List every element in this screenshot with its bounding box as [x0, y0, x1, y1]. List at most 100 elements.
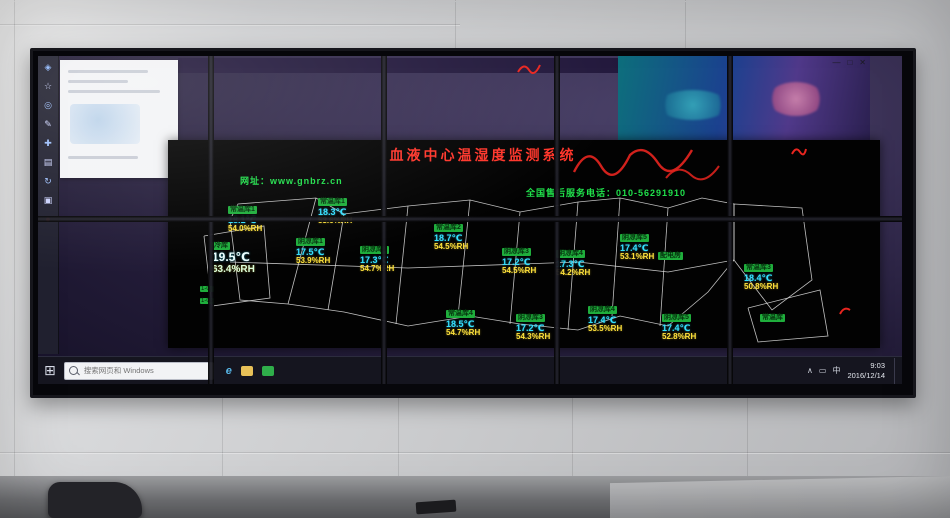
wall-seam	[572, 392, 573, 478]
room-humidity: 54.7%RH	[446, 327, 481, 337]
website-label: 网址：www.gnbrz.cn	[240, 176, 343, 186]
zoom-icon[interactable]: ◎	[44, 100, 52, 110]
room-humidity: 54.7%RH	[360, 263, 395, 273]
start-button[interactable]: ⊞	[44, 362, 56, 378]
room-label: 冷库	[212, 242, 230, 250]
room-label: 阴凉库5	[620, 234, 649, 242]
room-humidity: 54.5%RH	[434, 241, 469, 251]
room-humidity: 53.9%RH	[296, 255, 331, 265]
taskbar-icons: e	[226, 365, 274, 377]
annotation-toolbar: ◈☆◎✎✚▤↻▣●	[38, 56, 59, 354]
minimize-icon[interactable]: —	[832, 58, 841, 67]
room-temperature: 17.4℃	[620, 242, 649, 253]
room-temperature: 17.3℃	[360, 254, 389, 265]
room-label: 配电房	[658, 252, 683, 260]
room-humidity: 54.5%RH	[502, 265, 537, 275]
edge-browser-icon[interactable]: e	[225, 364, 232, 377]
background-window	[60, 60, 178, 178]
wall-seam	[455, 0, 456, 48]
rooms-layer: 冷库19.5℃63.4%RH常温库118.1℃54.0%RH常温库118.3℃5…	[168, 140, 880, 348]
app-title: 血液中心温湿度监测系统	[389, 147, 577, 163]
panel-icon[interactable]: ▤	[43, 157, 53, 167]
taskbar-search[interactable]	[63, 361, 214, 380]
hotline-label: 全国售后服务电话：010-56291910	[526, 188, 687, 198]
desktop-screen: — □ ✕ ◈☆◎✎✚▤↻▣● 血液中心温湿度监测系统 网址：www.gnbrz…	[38, 56, 902, 384]
window-content-line	[68, 90, 160, 93]
room-temperature: 17.5℃	[296, 246, 325, 257]
red-annotation	[839, 307, 851, 315]
room-humidity: 53.1%RH	[620, 251, 655, 261]
hidden-icons-icon[interactable]: ∧	[807, 366, 813, 375]
wall-seam	[14, 0, 15, 476]
room-temperature: 17.2℃	[502, 256, 531, 267]
room-humidity: 54.3%RH	[516, 331, 551, 341]
search-icon	[68, 366, 78, 375]
show-desktop-button[interactable]	[894, 357, 899, 384]
window-content-line	[68, 70, 148, 73]
chair	[48, 482, 142, 518]
room-label: 常温库1	[318, 198, 347, 206]
wall-seam	[685, 0, 686, 48]
wallpaper-photo: — □ ✕	[618, 56, 870, 142]
room-humidity: 52.8%RH	[662, 331, 697, 341]
ime-chinese-icon[interactable]: 中	[832, 366, 841, 375]
taskbar-clock[interactable]: 9:03 2016/12/14	[847, 361, 885, 380]
room-label: 阴凉库3	[502, 248, 531, 256]
room-temperature: 18.3℃	[318, 206, 347, 217]
monitoring-app-window: 血液中心温湿度监测系统 网址：www.gnbrz.cn 全国售后服务电话：010…	[168, 140, 880, 348]
room-label: 阴凉库3	[516, 314, 545, 322]
window-controls: — □ ✕	[832, 58, 866, 67]
window-thumbnail	[70, 104, 140, 144]
room-label: 常温库3	[744, 264, 773, 272]
file-explorer-icon[interactable]	[240, 365, 253, 376]
sensor-tag: 1-07	[200, 286, 215, 292]
search-input[interactable]	[81, 365, 206, 376]
screen-bezel	[38, 216, 902, 222]
clock-date: 2016/12/14	[847, 370, 885, 380]
wall-seam	[0, 452, 950, 454]
window-content-line	[68, 156, 138, 159]
room-label: 阴凉库2	[360, 246, 389, 254]
room-temperature: 18.7℃	[434, 232, 463, 243]
room-label: 常温库2	[434, 224, 463, 232]
room-humidity: 53.5%RH	[588, 323, 623, 333]
tray-icons: ∧ ▭ 中	[807, 365, 840, 376]
pointer-icon[interactable]: ◈	[44, 62, 52, 72]
sensor-tag: 1-08	[200, 298, 215, 304]
photo-detail	[658, 90, 728, 120]
wall-seam	[747, 392, 748, 478]
video-wall: — □ ✕ ◈☆◎✎✚▤↻▣● 血液中心温湿度监测系统 网址：www.gnbrz…	[30, 48, 916, 398]
room-label: 常温库4	[446, 310, 475, 318]
monitor-app-icon[interactable]	[261, 365, 274, 376]
system-tray: ∧ ▭ 中 9:03 2016/12/14	[807, 357, 902, 384]
star-icon[interactable]: ☆	[43, 81, 53, 91]
refresh-icon[interactable]: ↻	[44, 176, 52, 186]
room-label: 常温库1	[228, 206, 257, 214]
pen-icon[interactable]: ✎	[44, 119, 52, 129]
red-annotation	[791, 148, 807, 156]
room-label: 常温库	[760, 314, 785, 322]
wall-seam	[0, 24, 460, 26]
close-icon[interactable]: ✕	[859, 58, 866, 67]
room-humidity: 63.4%RH	[212, 264, 255, 276]
maximize-icon[interactable]: □	[847, 58, 853, 67]
red-scribble-annotation	[572, 148, 720, 181]
room-temperature: 17.2℃	[516, 322, 545, 333]
screen-icon[interactable]: ▣	[43, 195, 53, 205]
add-icon[interactable]: ✚	[44, 138, 52, 148]
room-temperature: 17.4℃	[662, 322, 691, 333]
display-icon[interactable]: ▭	[818, 366, 827, 375]
room-temperature: 17.3℃	[556, 258, 585, 269]
desk	[0, 476, 950, 518]
wall-seam	[398, 392, 399, 478]
